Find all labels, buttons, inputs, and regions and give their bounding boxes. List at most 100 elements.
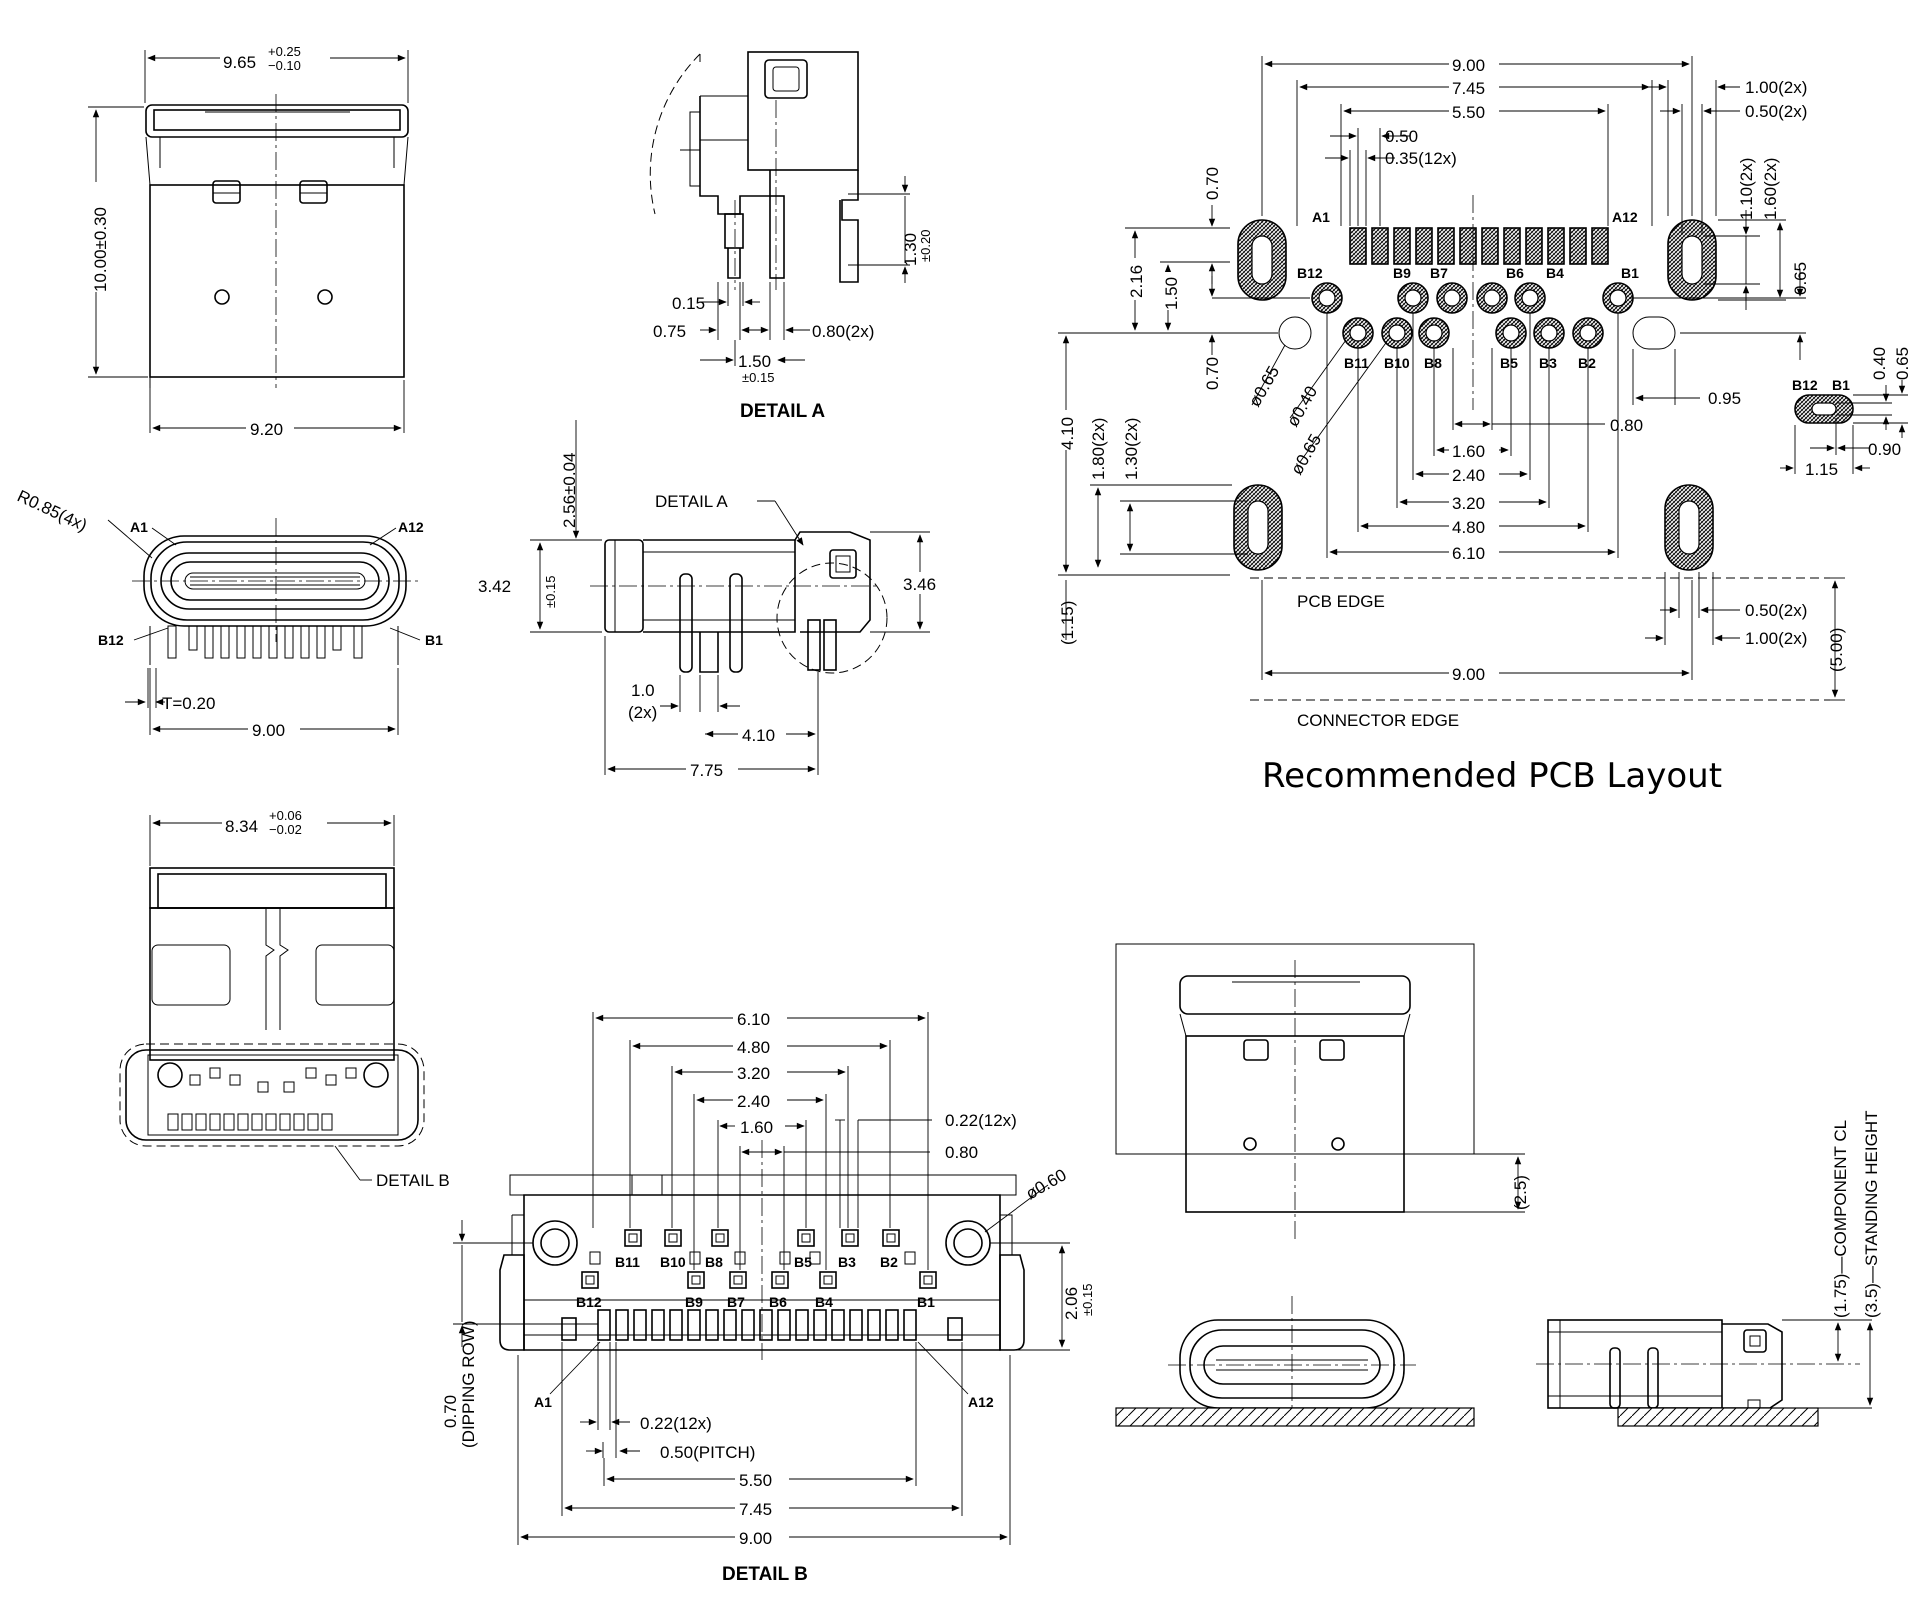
pcb-480: 4.80 — [1452, 518, 1485, 537]
pcb-a12: A12 — [1612, 209, 1638, 225]
inset-040: 0.40 — [1870, 347, 1889, 380]
detail-b-b3: B3 — [838, 1254, 856, 1270]
detail-b-view: B11 B10 B8 B5 B3 B2 B12 B9 B7 B6 B4 B1 6… — [441, 1008, 1095, 1585]
bottom-width-tol-dn: −0.02 — [269, 822, 302, 837]
pcb-110-2x: 1.10(2x) — [1737, 158, 1756, 220]
pcb-a1: A1 — [1312, 209, 1330, 225]
mounted-top-view: (2.5) — [1115, 943, 1530, 1240]
front-b1: B1 — [425, 632, 443, 648]
front-pins — [167, 625, 363, 659]
inset-b12: B12 — [1792, 377, 1818, 393]
pcb-b1: B1 — [1621, 265, 1639, 281]
detail-a-130-tol: ±0.20 — [918, 230, 933, 262]
pcb-080: 0.80 — [1610, 416, 1643, 435]
front-radius-label: R0.85(4x) — [14, 486, 90, 535]
detail-b-480: 4.80 — [737, 1038, 770, 1057]
detail-a-view: 1.30 ±0.20 0.15 0.75 0.80(2x) 1.50 ±0.15… — [649, 51, 933, 422]
detail-b-b10: B10 — [660, 1254, 686, 1270]
detail-b-b4: B4 — [815, 1294, 833, 1310]
pcb-035: 0.35(12x) — [1385, 149, 1457, 168]
detail-b-pitch: 0.50(PITCH) — [660, 1443, 755, 1462]
side-256: 2.56±0.04 — [560, 452, 579, 528]
pcb-070a: 0.70 — [1203, 167, 1222, 200]
detail-b-title: DETAIL B — [722, 1564, 808, 1585]
front-a12: A12 — [398, 519, 424, 535]
front-a1: A1 — [130, 519, 148, 535]
pcb-065e: ø0.65 — [1287, 431, 1325, 478]
pcb-095: 0.95 — [1708, 389, 1741, 408]
top-height-label: 10.00±0.30 — [91, 207, 110, 292]
detail-b-b6: B6 — [769, 1294, 787, 1310]
detail-b-900: 9.00 — [739, 1529, 772, 1548]
inset-b1: B1 — [1832, 377, 1850, 393]
detail-b-320: 3.20 — [737, 1064, 770, 1083]
side-view: 3.42 ±0.15 2.56±0.04 3.46 DETAIL A 1.0 (… — [478, 420, 952, 780]
pcb-layout-view: A1 A12 B12 B9 B7 B6 B4 B1 B11 B10 B8 B5 … — [1056, 54, 1912, 796]
side-10-2x: (2x) — [628, 703, 657, 722]
pcb-npth-right — [1632, 316, 1676, 350]
front-thickness-label: T=0.20 — [162, 694, 215, 713]
detail-b-080: 0.80 — [945, 1143, 978, 1162]
pcb-900: 9.00 — [1452, 56, 1485, 75]
mounted-front-view — [1115, 1296, 1475, 1427]
pcb-100-2x: 1.00(2x) — [1745, 78, 1807, 97]
side-346: 3.46 — [903, 575, 936, 594]
pcb-b5: B5 — [1500, 355, 1518, 371]
mounted-cl: (1.75)—COMPONENT CL — [1831, 1120, 1850, 1318]
pcb-745: 7.45 — [1452, 79, 1485, 98]
bottom-width-tol-up: +0.06 — [269, 808, 302, 823]
top-view: 9.65 +0.25 −0.10 10.00±0.30 9.20 — [84, 44, 409, 439]
pcb-100-2x-b: 1.00(2x) — [1745, 629, 1807, 648]
pcb-900b: 9.00 — [1452, 665, 1485, 684]
pcb-115: (1.15) — [1058, 601, 1077, 645]
detail-a-130: 1.30 — [901, 233, 920, 266]
detail-b-b12: B12 — [576, 1294, 602, 1310]
top-width-tol-up: +0.25 — [268, 44, 301, 59]
top-bottom-width-label: 9.20 — [250, 420, 283, 439]
inset-115: 1.15 — [1805, 460, 1838, 479]
pcb-a-pads — [1349, 227, 1609, 265]
pcb-050-2x: 0.50(2x) — [1745, 102, 1807, 121]
pcb-160: 1.60 — [1452, 442, 1485, 461]
side-342-tol: ±0.15 — [543, 576, 558, 608]
top-width-tol-dn: −0.10 — [268, 58, 301, 73]
detail-b-b5: B5 — [794, 1254, 812, 1270]
pcb-b6: B6 — [1506, 265, 1524, 281]
detail-b-022: 0.22(12x) — [945, 1111, 1017, 1130]
detail-a-150-tol: ±0.15 — [742, 370, 774, 385]
detail-b-b8: B8 — [705, 1254, 723, 1270]
pcb-180-2x: 1.80(2x) — [1089, 418, 1108, 480]
detail-b-b2: B2 — [880, 1254, 898, 1270]
pcb-410: 4.10 — [1058, 417, 1077, 450]
mounted-side-pcb — [1617, 1407, 1819, 1427]
pcb-040: ø0.40 — [1283, 383, 1321, 430]
side-410: 4.10 — [742, 726, 775, 745]
front-b12: B12 — [98, 632, 124, 648]
pcb-050: 0.50 — [1385, 127, 1418, 146]
detail-b-b-pins — [581, 1229, 937, 1289]
bottom-width-label: 8.34 — [225, 817, 258, 836]
pcb-npth-left — [1278, 316, 1312, 350]
pcb-320: 3.20 — [1452, 494, 1485, 513]
connector-edge-label: CONNECTOR EDGE — [1297, 711, 1459, 730]
detail-a-150: 1.50 — [738, 352, 771, 371]
front-width-label: 9.00 — [252, 721, 285, 740]
detail-a-title: DETAIL A — [740, 401, 825, 422]
pcb-layout-title: Recommended PCB Layout — [1262, 756, 1722, 796]
inset-090: 0.90 — [1868, 440, 1901, 459]
detail-b-b1: B1 — [917, 1294, 935, 1310]
detail-b-160: 1.60 — [740, 1118, 773, 1137]
detail-a-075: 0.75 — [653, 322, 686, 341]
pcb-b-lower-holes — [1342, 317, 1604, 349]
detail-b-060: ø0.60 — [1023, 1165, 1070, 1203]
detail-b-contact-row — [561, 1309, 963, 1341]
inset-065: 0.65 — [1893, 347, 1912, 380]
pcb-b12: B12 — [1297, 265, 1323, 281]
pcb-b-upper-holes — [1311, 282, 1634, 314]
side-775: 7.75 — [690, 761, 723, 780]
detail-a-080: 0.80(2x) — [812, 322, 874, 341]
pcb-550: 5.50 — [1452, 103, 1485, 122]
detail-b-b11: B11 — [615, 1254, 640, 1270]
pcb-edge-label: PCB EDGE — [1297, 592, 1385, 611]
pcb-b2: B2 — [1578, 355, 1596, 371]
